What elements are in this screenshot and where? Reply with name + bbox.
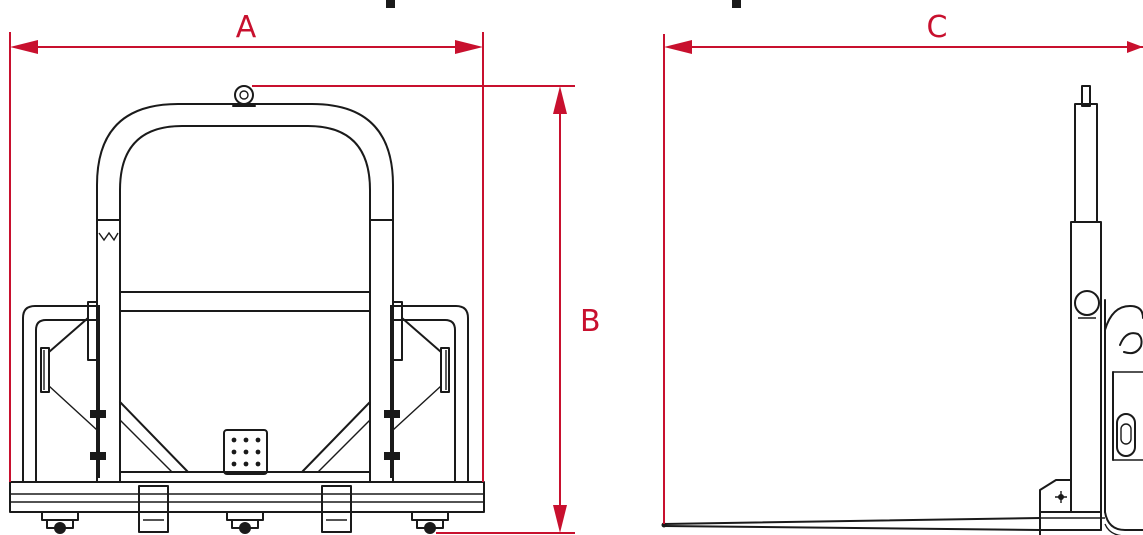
fork-tine	[661, 517, 1102, 531]
dimension-c-label: C	[927, 10, 948, 45]
right-side-frame	[384, 301, 469, 483]
perforated-plate	[223, 429, 268, 475]
dimension-a-label: A	[236, 10, 257, 45]
caster-left	[41, 511, 79, 534]
dimension-a-arrow-left	[10, 40, 38, 54]
dimension-b-arrow-bottom	[553, 505, 567, 533]
hook-carriage	[1104, 299, 1143, 513]
dimension-c-arrow-left	[664, 40, 692, 54]
dimension-b-label: B	[580, 304, 601, 339]
caster-center	[226, 511, 264, 534]
left-side-frame	[22, 301, 106, 483]
dimension-a-arrow-right	[455, 40, 483, 54]
dimension-b-arrow-top	[553, 86, 567, 114]
dimension-a: A	[9, 10, 484, 482]
arch-handle	[96, 103, 394, 221]
fork-heel	[1039, 479, 1143, 535]
base-beam	[9, 481, 485, 513]
cutoff-mark-left	[386, 0, 395, 8]
inner-frame	[119, 291, 371, 473]
cutoff-mark-right	[732, 0, 741, 8]
front-view	[9, 0, 741, 534]
caster-right	[411, 511, 449, 534]
fork-pockets	[138, 485, 352, 533]
lower-mast	[1070, 221, 1102, 513]
upper-mast	[1074, 103, 1098, 223]
dimension-c-arrow-right	[1127, 41, 1143, 53]
mast-pin	[1081, 85, 1091, 107]
right-post	[369, 219, 394, 483]
dimension-c: C	[663, 10, 1143, 524]
dimension-b: B	[252, 85, 601, 534]
side-view	[661, 85, 1143, 535]
left-post	[96, 219, 121, 483]
